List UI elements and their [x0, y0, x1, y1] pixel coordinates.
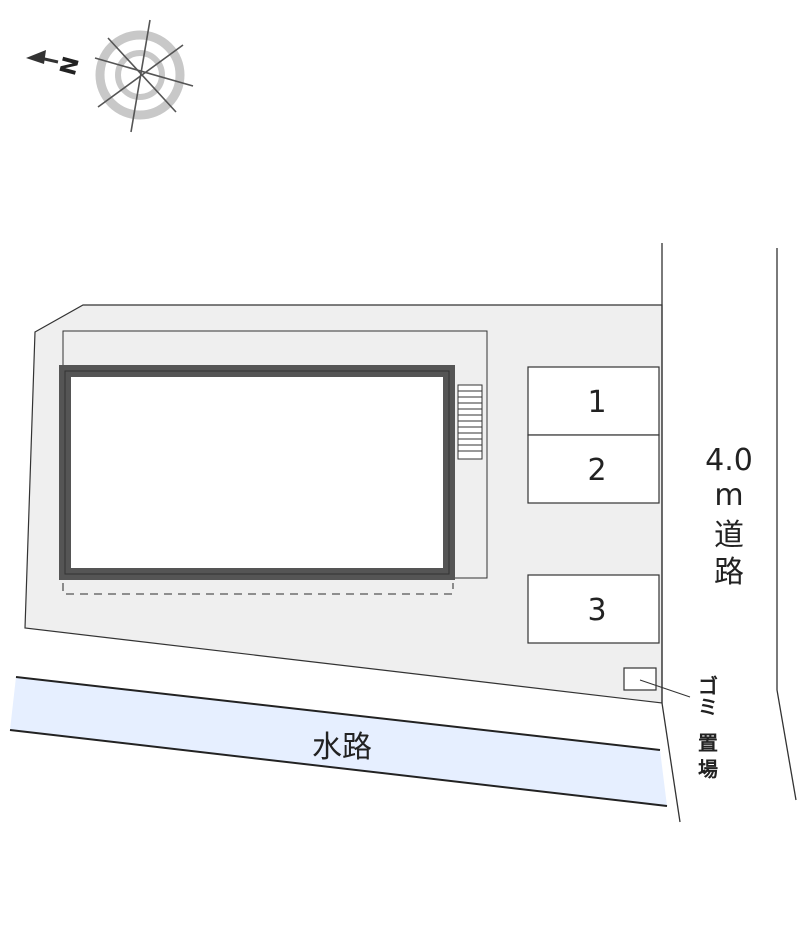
garbage-leader-line — [639, 679, 691, 698]
garbage-area — [623, 667, 657, 691]
waterway-top-bank — [15, 676, 661, 751]
parking-space-2-label: 2 — [587, 453, 606, 488]
svg-text:ミ: ミ — [698, 695, 718, 719]
garbage-label: ゴ ミ 置 場 — [698, 674, 718, 781]
svg-text:ゴ: ゴ — [698, 674, 718, 698]
road-left-edge — [661, 243, 681, 823]
svg-text:道: 道 — [714, 518, 744, 553]
parking-space-3-label: 3 — [587, 593, 606, 628]
building-interior — [71, 377, 443, 568]
north-arrow-shaft — [39, 56, 59, 64]
svg-text:m: m — [714, 478, 743, 513]
stairs — [457, 384, 483, 460]
svg-text:路: 路 — [714, 555, 744, 590]
waterway-bottom-bank — [9, 729, 668, 807]
svg-text:4.0: 4.0 — [705, 443, 753, 478]
road-right-edge — [776, 248, 797, 801]
parking-space-3: 3 — [527, 574, 660, 644]
building-upper-outline — [62, 330, 488, 579]
north-label: N — [56, 54, 85, 78]
north-arrow-icon — [26, 50, 46, 64]
compass-star-icon — [94, 19, 194, 133]
waterway-label: 水路 — [312, 730, 372, 765]
parking-space-2: 2 — [527, 434, 660, 504]
road-label: 4.0 m 道 路 — [705, 443, 753, 590]
compass-inner-ring — [115, 50, 165, 100]
balcony-dashed-line — [62, 583, 454, 595]
waterway — [10, 677, 667, 806]
parking-space-1-label: 1 — [587, 385, 606, 420]
compass-outer-ring — [95, 30, 185, 120]
compass: N — [26, 19, 194, 133]
svg-text:場: 場 — [698, 757, 718, 781]
parking-space-1: 1 — [527, 366, 660, 436]
svg-text:置: 置 — [698, 731, 718, 755]
building-inner-wall-line — [64, 370, 450, 575]
